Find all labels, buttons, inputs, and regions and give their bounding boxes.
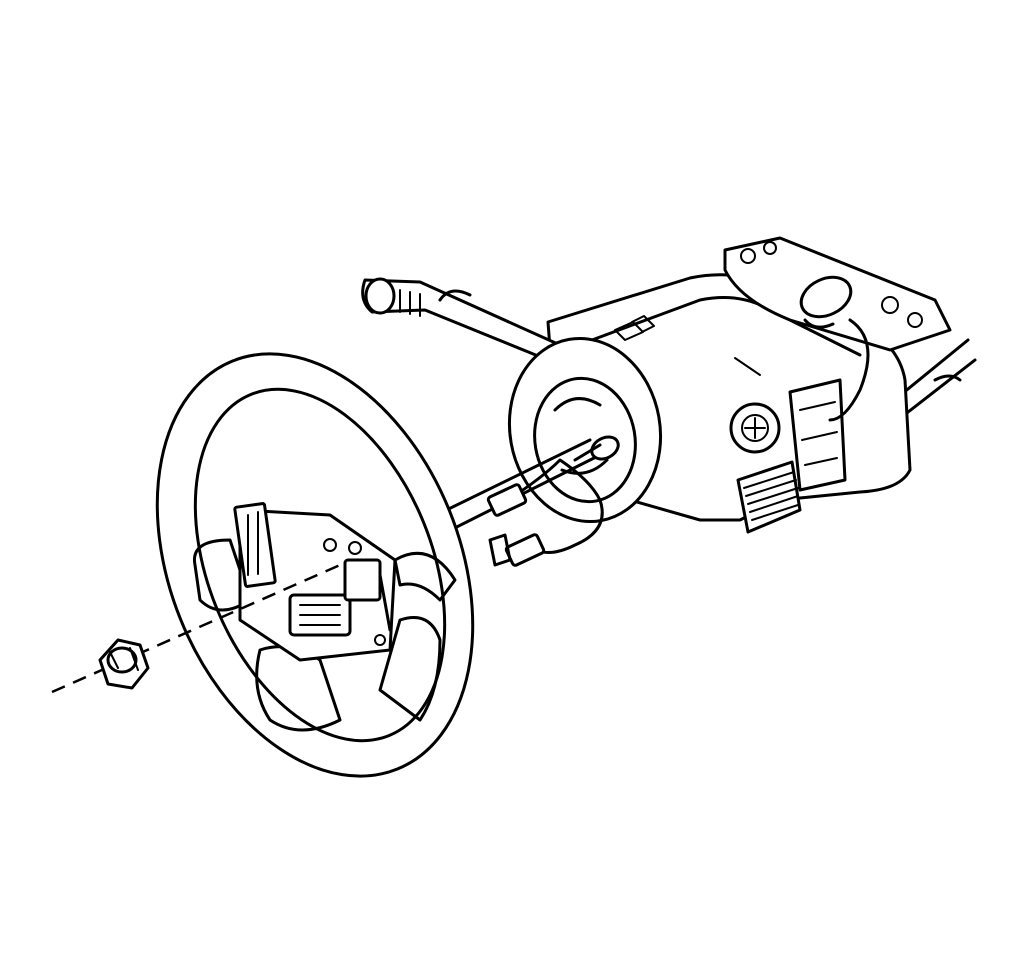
- assembly-axis-line: [51, 563, 341, 694]
- steering-column: [361, 236, 977, 534]
- wiring-harness: [486, 458, 604, 567]
- hex-nut-icon: [98, 638, 150, 690]
- steering-wheel-icon: [155, 352, 475, 778]
- connector-icon: [486, 483, 528, 517]
- connector-icon: [504, 533, 546, 567]
